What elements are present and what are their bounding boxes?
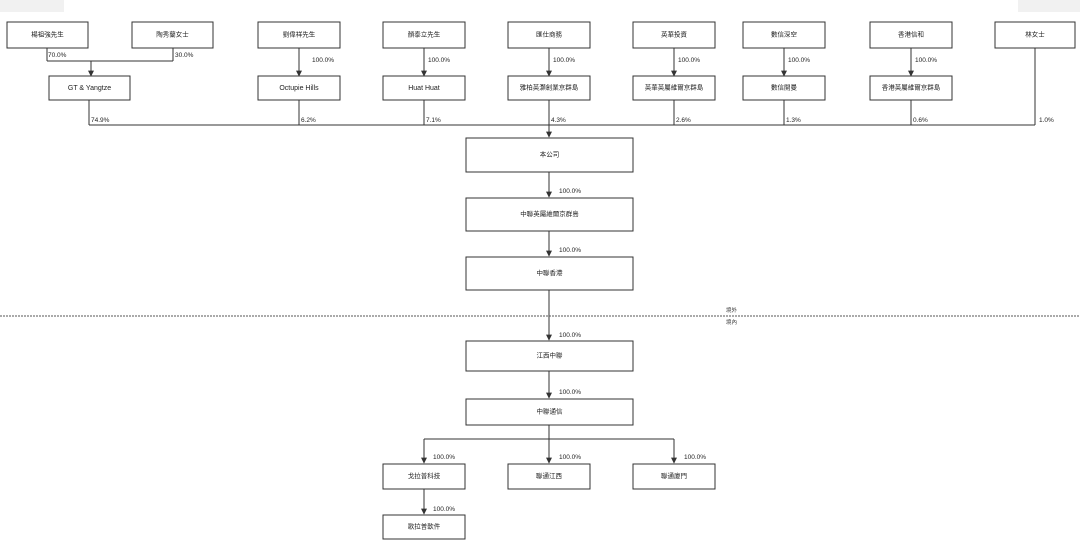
svg-text:劉偉祥先生: 劉偉祥先生 <box>283 30 316 39</box>
pct-hk-jiangxi: 100.0% <box>559 332 581 339</box>
pct-lau-octupie: 100.0% <box>312 57 334 64</box>
ownership-percentages: 70.0% 30.0% 100.0% 100.0% 100.0% 100.0% … <box>48 52 1054 513</box>
pct-tao-gt: 30.0% <box>175 52 194 59</box>
holdco-box-gulf-bvi: 雅柏英灝創業京群島 <box>507 75 591 101</box>
svg-text:楊祖強先生: 楊祖強先生 <box>31 30 64 39</box>
shareholder-box-xinyi: 香港信和 <box>869 21 953 49</box>
pct-xinyi-company: 0.6% <box>913 117 928 124</box>
pct-comm-jx-unicom: 100.0% <box>559 454 581 461</box>
hk-subsidiary-box: 中聯香港 <box>465 256 634 291</box>
communications-subsidiary-box: 中聯通信 <box>465 398 634 426</box>
svg-text:中聯香港: 中聯香港 <box>537 268 564 277</box>
svg-text:江西中聯: 江西中聯 <box>537 351 564 360</box>
pct-yingfa-holdco: 100.0% <box>678 57 700 64</box>
svg-text:陶秀蘭女士: 陶秀蘭女士 <box>156 30 189 39</box>
svg-text:本公司: 本公司 <box>540 150 560 159</box>
xiamen-unicom-box: 聯通廈門 <box>632 463 716 490</box>
svg-text:林女士: 林女士 <box>1025 30 1045 39</box>
pct-ngan-huat: 100.0% <box>428 57 450 64</box>
holdco-box-gt-yangtze: GT & Yangtze <box>48 75 131 101</box>
pct-yeo-gt: 70.0% <box>48 52 67 59</box>
svg-text:雅柏英灝創業京群島: 雅柏英灝創業京群島 <box>520 83 579 92</box>
pct-lin-company: 1.0% <box>1039 117 1054 124</box>
shareholder-box-shuxin: 數信深空 <box>742 21 826 49</box>
svg-text:顏泰立先生: 顏泰立先生 <box>408 30 441 39</box>
holdco-box-yingfa-bvi: 英華英屬維爾京群島 <box>632 75 716 101</box>
svg-text:中聯通信: 中聯通信 <box>537 407 564 416</box>
jiangxi-subsidiary-box: 江西中聯 <box>465 340 634 372</box>
svg-text:英華投資: 英華投資 <box>661 30 688 39</box>
svg-text:英華英屬維爾京群島: 英華英屬維爾京群島 <box>645 83 704 92</box>
pct-xinyi-holdco: 100.0% <box>915 57 937 64</box>
pct-shuxin-holdco: 100.0% <box>788 57 810 64</box>
pct-bvi-hk: 100.0% <box>559 247 581 254</box>
svg-text:歌拉普軟件: 歌拉普軟件 <box>408 522 441 531</box>
pct-gulf-holdco: 100.0% <box>553 57 575 64</box>
onshore-label: 境內 <box>726 318 737 326</box>
jiangxi-unicom-box: 聯通江西 <box>507 463 591 490</box>
svg-text:中聯英屬維爾京群島: 中聯英屬維爾京群島 <box>520 209 579 218</box>
svg-text:Huat Huat: Huat Huat <box>408 85 440 92</box>
corner-tab <box>0 0 64 12</box>
shareholder-box-ms-lin: 林女士 <box>994 21 1076 49</box>
holdco-box-huat-huat: Huat Huat <box>382 75 466 101</box>
svg-text:GT & Yangtze: GT & Yangtze <box>68 85 111 92</box>
pct-jiangxi-comm: 100.0% <box>559 389 581 396</box>
svg-text:香港英屬維爾京群島: 香港英屬維爾京群島 <box>882 83 941 92</box>
bvi-subsidiary-box: 中聯英屬維爾京群島 <box>465 197 634 232</box>
holdco-box-shuxin-cayman: 數信開曼 <box>742 75 826 101</box>
pct-gulf-company: 4.3% <box>551 117 566 124</box>
svg-text:Octupie Hills: Octupie Hills <box>279 85 319 92</box>
pct-comm-xiamen: 100.0% <box>684 454 706 461</box>
pct-comm-tech: 100.0% <box>433 454 455 461</box>
company-box: 本公司 <box>465 137 634 173</box>
svg-text:匯仕商務: 匯仕商務 <box>536 30 563 39</box>
tech-subsidiary-box: 戈拉普科技 <box>382 463 466 490</box>
software-subsidiary-box: 歌拉普軟件 <box>382 514 466 540</box>
pct-yingfa-company: 2.6% <box>676 117 691 124</box>
shareholder-box-yingfa: 英華投資 <box>632 21 716 49</box>
connectors <box>46 48 1036 515</box>
offshore-label: 境外 <box>726 306 738 314</box>
svg-text:聯通廈門: 聯通廈門 <box>661 471 687 480</box>
holdco-box-xinyi-bvi: 香港英屬維爾京群島 <box>869 75 953 101</box>
pct-gt-company: 74.9% <box>91 117 110 124</box>
corner-tab <box>1018 0 1080 12</box>
shareholder-box-mr-lau: 劉偉祥先生 <box>257 21 341 49</box>
shareholder-box-mr-yeo: 楊祖強先生 <box>6 21 89 49</box>
svg-text:香港信和: 香港信和 <box>898 30 924 39</box>
pct-tech-software: 100.0% <box>433 506 455 513</box>
svg-text:聯通江西: 聯通江西 <box>536 471 563 480</box>
pct-company-bvi: 100.0% <box>559 188 581 195</box>
svg-text:戈拉普科技: 戈拉普科技 <box>408 471 441 480</box>
svg-text:數信開曼: 數信開曼 <box>771 83 798 92</box>
svg-text:數信深空: 數信深空 <box>771 30 798 39</box>
pct-shuxin-company: 1.3% <box>786 117 801 124</box>
holdco-box-octupie-hills: Octupie Hills <box>257 75 341 101</box>
pct-huat-company: 7.1% <box>426 117 441 124</box>
shareholder-box-ms-tao: 陶秀蘭女士 <box>131 21 214 49</box>
shareholder-box-gulf: 匯仕商務 <box>507 21 591 49</box>
pct-octupie-company: 6.2% <box>301 117 316 124</box>
shareholder-box-mr-ngan: 顏泰立先生 <box>382 21 466 49</box>
